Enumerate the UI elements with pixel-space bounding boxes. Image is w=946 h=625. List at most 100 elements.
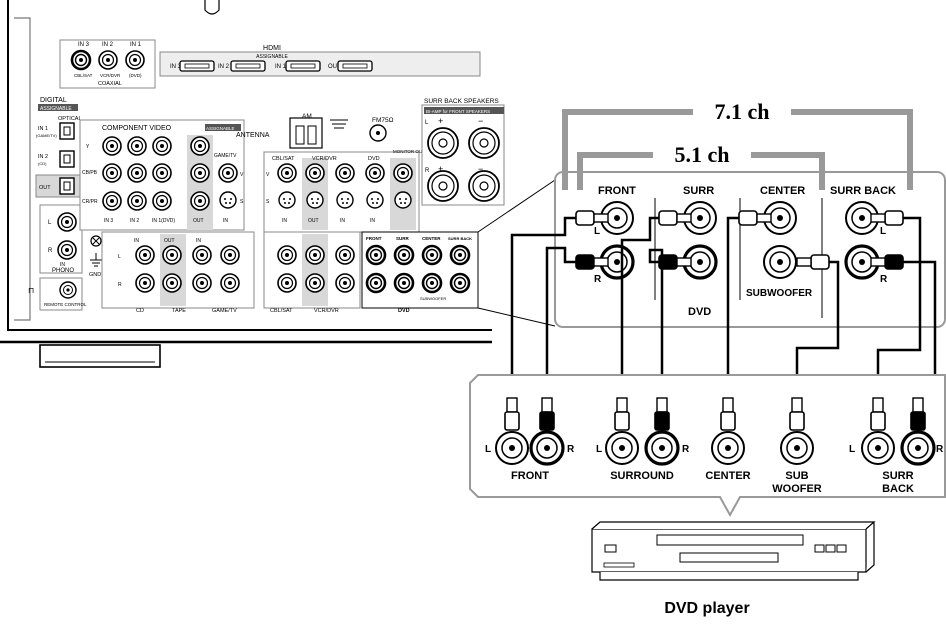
coax-in3-jack[interactable] xyxy=(70,49,92,71)
audio-jack[interactable] xyxy=(162,273,182,293)
comp-jack[interactable] xyxy=(152,163,172,183)
audio-jack[interactable] xyxy=(277,273,297,293)
bi-amp-label: BI-AMP for FRONT SPEAKERS xyxy=(426,109,490,114)
video-jack[interactable] xyxy=(393,163,413,183)
out-center-jack[interactable] xyxy=(711,431,745,465)
audio-jack[interactable] xyxy=(335,245,355,265)
out-front-l-jack[interactable] xyxy=(495,431,529,465)
comp-jack[interactable] xyxy=(190,191,210,211)
out-surr-l: L xyxy=(596,444,602,455)
control-button[interactable] xyxy=(836,544,847,553)
comp-jack[interactable] xyxy=(190,136,210,156)
audio-jack[interactable] xyxy=(335,273,355,293)
comp-jack[interactable] xyxy=(152,191,172,211)
disc-tray xyxy=(656,534,804,546)
svideo-jack[interactable] xyxy=(394,191,412,209)
out-surr-l-jack[interactable] xyxy=(605,431,639,465)
audio-jack[interactable] xyxy=(192,273,212,293)
multi-jack[interactable] xyxy=(365,272,387,294)
multi-jack[interactable] xyxy=(449,244,471,266)
phono-l: L xyxy=(48,220,52,226)
svideo-jack[interactable] xyxy=(306,191,324,209)
optical-out[interactable] xyxy=(59,177,75,195)
audio-jack[interactable] xyxy=(305,273,325,293)
optical-in2[interactable] xyxy=(59,150,75,168)
audio-jack[interactable] xyxy=(277,245,297,265)
coax-sub-3: (DVD) xyxy=(129,73,142,78)
audio-jack[interactable] xyxy=(135,273,155,293)
audio-jack[interactable] xyxy=(135,245,155,265)
comp-jack[interactable] xyxy=(102,163,122,183)
video-jack[interactable] xyxy=(277,163,297,183)
multi-jack[interactable] xyxy=(393,272,415,294)
comp-jack[interactable] xyxy=(127,136,147,156)
phono-r-jack[interactable] xyxy=(57,240,77,260)
coax-in1: IN 1 xyxy=(130,42,142,48)
out-surrback-r-jack[interactable] xyxy=(900,430,936,466)
out-surrback-l-jack[interactable] xyxy=(861,431,895,465)
coax-in2-jack[interactable] xyxy=(98,50,118,70)
audio-jack[interactable] xyxy=(305,245,325,265)
svideo-jack[interactable] xyxy=(336,191,354,209)
multi-jack[interactable] xyxy=(421,244,443,266)
comp-jack[interactable] xyxy=(152,136,172,156)
optical-in1[interactable] xyxy=(59,122,75,140)
control-button[interactable] xyxy=(825,544,836,553)
game-video-jack[interactable] xyxy=(218,163,238,183)
audio-jack[interactable] xyxy=(220,245,240,265)
phono-in: IN xyxy=(60,262,65,268)
subwoofer-jack[interactable] xyxy=(763,245,797,279)
comp-jack[interactable] xyxy=(190,163,210,183)
comp-in2: IN 2 xyxy=(130,218,139,224)
speaker-terminal[interactable] xyxy=(427,170,459,202)
speaker-terminal[interactable] xyxy=(468,127,500,159)
multi-jack[interactable] xyxy=(365,244,387,266)
hdmi-out-port[interactable] xyxy=(337,60,373,72)
multi-front: FRONT xyxy=(366,236,382,241)
surrback-l-label: L xyxy=(880,226,886,237)
video-jack[interactable] xyxy=(305,163,325,183)
comp-jack[interactable] xyxy=(127,191,147,211)
coax-in1-jack[interactable] xyxy=(125,50,145,70)
component-title: COMPONENT VIDEO xyxy=(102,125,172,132)
optical-label: OPTICAL xyxy=(58,116,82,122)
remote-jack[interactable] xyxy=(59,281,77,299)
audio-jack[interactable] xyxy=(220,273,240,293)
hdmi-title: HDMI xyxy=(263,45,281,52)
dvd-player-caption: DVD player xyxy=(664,600,749,617)
out-surr-r-jack[interactable] xyxy=(644,430,680,466)
vid-v: V xyxy=(266,172,270,178)
hdmi-in2-port[interactable] xyxy=(230,60,266,72)
control-button[interactable] xyxy=(814,544,825,553)
game-tv-video: GAME/TV xyxy=(214,153,237,159)
comp-jack[interactable] xyxy=(102,191,122,211)
phono-l-jack[interactable] xyxy=(57,212,77,232)
out-front-r-jack[interactable] xyxy=(529,430,565,466)
comp-jack[interactable] xyxy=(102,136,122,156)
vid-dvd: DVD xyxy=(368,156,380,162)
audio-jack[interactable] xyxy=(192,245,212,265)
audio-cblsat: CBL/SAT xyxy=(270,308,293,314)
comp-jack[interactable] xyxy=(127,163,147,183)
multi-jack[interactable] xyxy=(449,272,471,294)
fm-label: FM75Ω xyxy=(372,117,394,124)
game-svideo-jack[interactable] xyxy=(219,191,237,209)
multi-jack[interactable] xyxy=(393,244,415,266)
out-sub-jack[interactable] xyxy=(780,431,814,465)
out-front-r: R xyxy=(567,444,575,455)
video-jack[interactable] xyxy=(335,163,355,183)
out-woofer-label: WOOFER xyxy=(772,483,822,495)
power-button[interactable] xyxy=(604,544,617,553)
hdmi-in3-port[interactable] xyxy=(179,60,215,72)
speaker-terminal[interactable] xyxy=(427,127,459,159)
out-sub-label: SUB xyxy=(785,470,808,482)
svideo-jack[interactable] xyxy=(366,191,384,209)
audio-jack[interactable] xyxy=(162,245,182,265)
front-l-label: L xyxy=(594,226,600,237)
svideo-jack[interactable] xyxy=(278,191,296,209)
speaker-terminal[interactable] xyxy=(468,170,500,202)
multi-jack[interactable] xyxy=(421,272,443,294)
digital-label: DIGITAL xyxy=(40,97,67,104)
video-jack[interactable] xyxy=(365,163,385,183)
hdmi-in1-port[interactable] xyxy=(285,60,321,72)
